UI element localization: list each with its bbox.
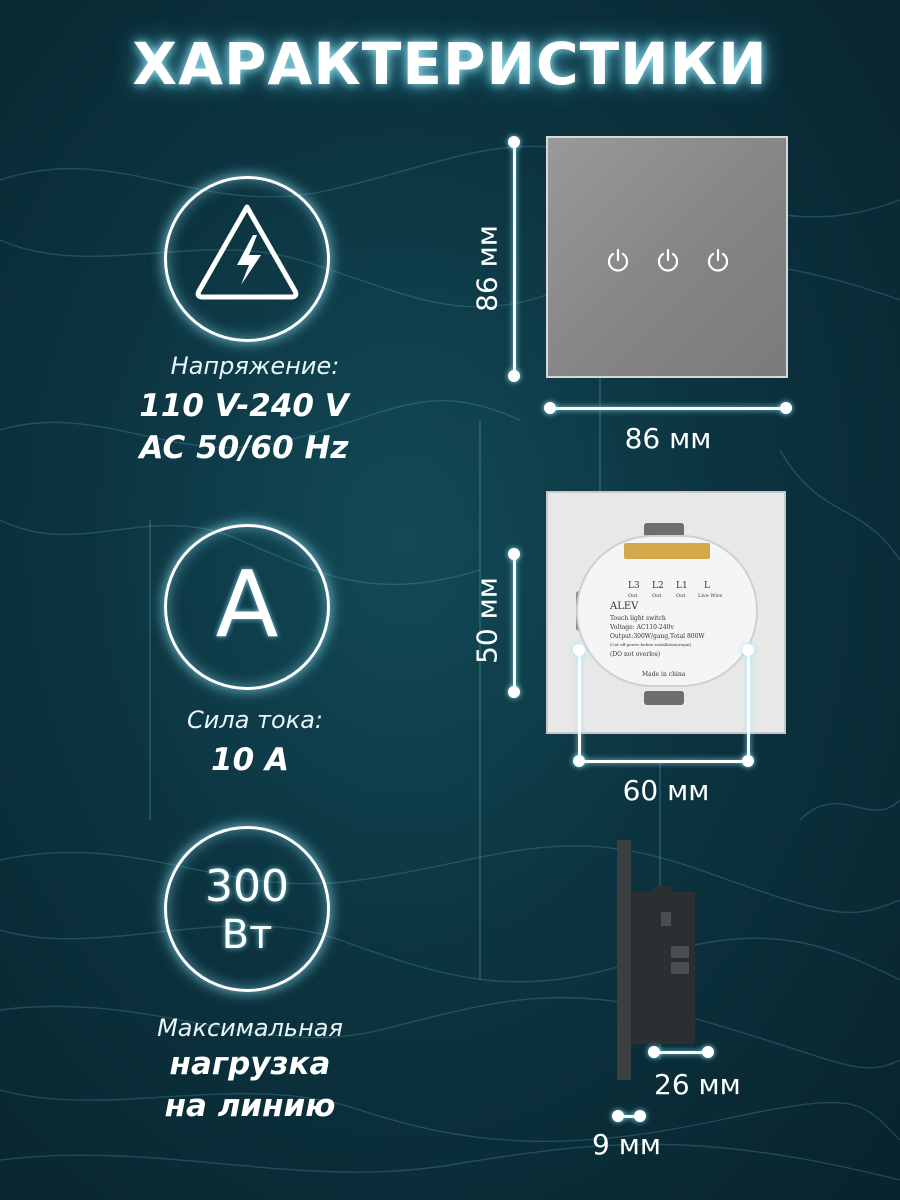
back-width-dot-right (742, 755, 754, 767)
back-height-dot-bottom (508, 686, 520, 698)
switch-front-panel (546, 136, 788, 378)
back-width-dot-top-right (742, 644, 754, 656)
front-height-line (513, 142, 516, 376)
front-width-dot-right (780, 402, 792, 414)
thickness-dot-left (612, 1110, 624, 1122)
back-bottom-tab (644, 691, 684, 705)
thickness-label: 9 мм (592, 1128, 661, 1161)
spec-line-2: Voltage: AC110-240v (610, 624, 674, 631)
back-width-label: 60 мм (622, 774, 710, 807)
terminal-l2: L2 (652, 581, 664, 591)
ampere-letter-icon: A (215, 551, 279, 658)
brand-text: ALEV (610, 601, 639, 612)
current-value: 10 A (211, 742, 289, 778)
depth-line (654, 1051, 708, 1054)
current-circle: A (164, 524, 330, 690)
front-width-label: 86 мм (624, 422, 712, 455)
spec-line-1: Touch light switch (610, 615, 666, 622)
back-top-tab (644, 523, 684, 537)
switch-module: L3 L2 L1 L Out Out Out Live Wire ALEV To… (576, 535, 758, 687)
back-width-dot-top-left (573, 644, 585, 656)
back-height-label: 50 мм (470, 577, 504, 664)
depth-label: 26 мм (654, 1068, 741, 1101)
made-in-text: Made in china (642, 671, 686, 678)
switch-back-panel: L3 L2 L1 L Out Out Out Live Wire ALEV To… (546, 491, 786, 734)
voltage-value-line-2: AC 50/60 Hz (139, 430, 349, 466)
back-width-left-tick (578, 650, 581, 762)
switch-side-profile (617, 840, 695, 1080)
voltage-label: Напряжение: (170, 352, 340, 380)
terminal-block (624, 543, 710, 559)
front-width-dot-left (544, 402, 556, 414)
power-watt-number: 300 (205, 861, 289, 912)
power-watt-unit: Вт (221, 912, 273, 958)
back-width-line (580, 760, 748, 763)
terminal-l3: L3 (628, 581, 640, 591)
power-circle: 300 Вт (164, 826, 330, 992)
spec-line-5: (DO not overlos) (610, 651, 661, 658)
front-width-line (550, 407, 786, 410)
thickness-line (618, 1115, 640, 1118)
power-value-line-2: на линию (164, 1088, 336, 1124)
back-height-line (513, 554, 516, 692)
back-width-dot-left (573, 755, 585, 767)
power-button-icon (657, 248, 679, 272)
thickness-dot-right (634, 1110, 646, 1122)
terminal-l1: L1 (676, 581, 688, 591)
terminal-l: L (704, 581, 710, 591)
spec-line-4: (Cut off power before installation/repai… (610, 642, 692, 647)
power-button-icon (707, 248, 729, 272)
back-width-right-tick (747, 650, 750, 762)
front-height-dot-bottom (508, 370, 520, 382)
high-voltage-warning-icon (195, 204, 299, 300)
front-height-label: 86 мм (470, 225, 504, 312)
terminal-l1-sub: Out (676, 593, 686, 599)
voltage-circle (164, 176, 330, 342)
voltage-value-line-1: 110 V-240 V (139, 388, 349, 424)
spec-line-3: Output:300W/gang,Total 800W (610, 633, 705, 640)
back-height-dot-top (508, 548, 520, 560)
power-label: Максимальная (157, 1014, 343, 1042)
terminal-l2-sub: Out (652, 593, 662, 599)
front-height-dot-top (508, 136, 520, 148)
terminal-l-sub: Live Wire (698, 593, 723, 599)
page-title: ХАРАКТЕРИСТИКИ (132, 30, 768, 98)
power-button-icon (607, 248, 629, 272)
power-value-line-1: нагрузка (169, 1046, 331, 1082)
depth-dot-left (648, 1046, 660, 1058)
current-label: Сила тока: (187, 706, 323, 734)
terminal-l3-sub: Out (628, 593, 638, 599)
depth-dot-right (702, 1046, 714, 1058)
